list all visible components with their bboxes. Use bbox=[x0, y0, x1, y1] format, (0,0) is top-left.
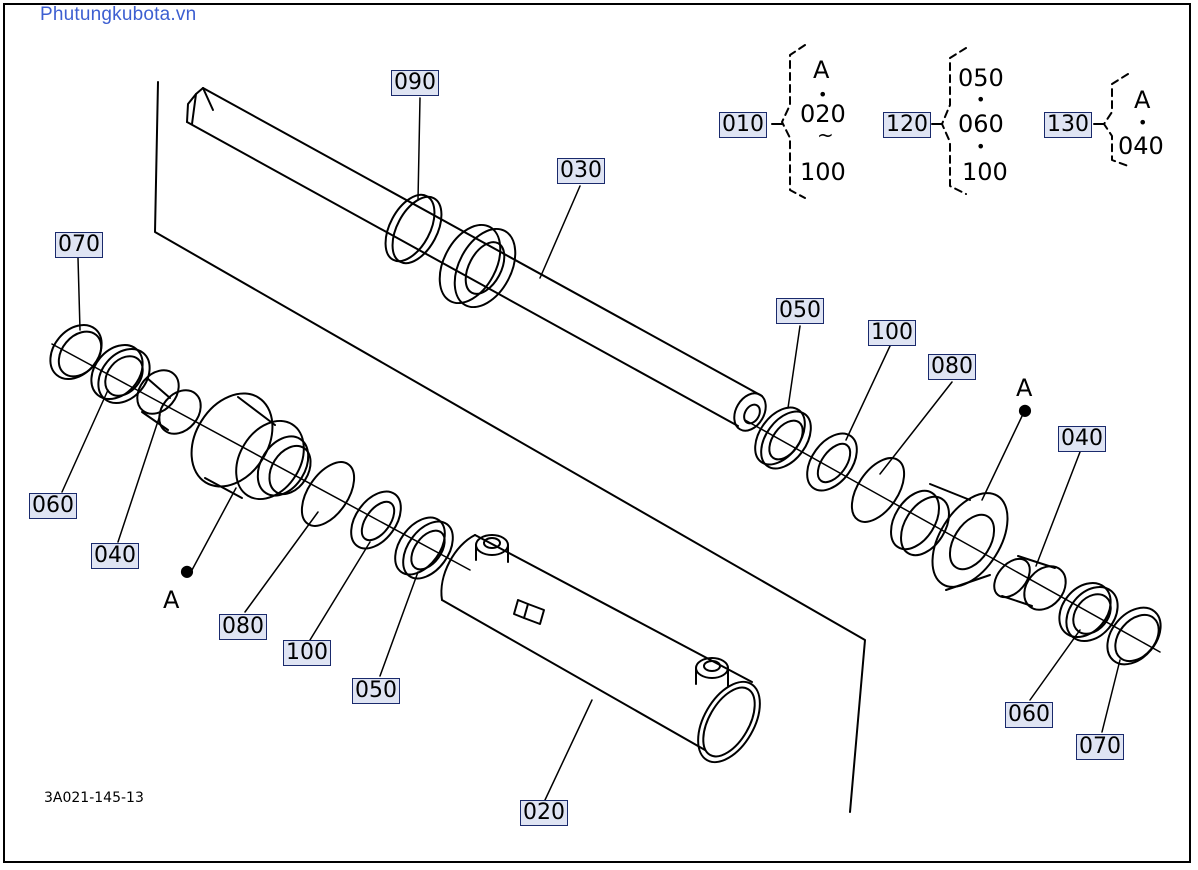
assembly-outline bbox=[154, 81, 866, 813]
part-070-left bbox=[49, 324, 103, 380]
part-040-right bbox=[993, 555, 1067, 611]
rod-guide-left bbox=[190, 392, 312, 501]
marker-a-right: A bbox=[1016, 374, 1033, 402]
legend-120-code[interactable]: 120 bbox=[883, 112, 931, 138]
callout-080-left[interactable]: 080 bbox=[219, 614, 267, 640]
legend-010-line-1: A bbox=[813, 56, 830, 84]
legend-130-line-2: 040 bbox=[1118, 132, 1164, 160]
part-050-right bbox=[754, 406, 812, 470]
marker-a-right-dot: ● bbox=[1018, 400, 1032, 419]
legend-010-line-2: 020 bbox=[800, 100, 846, 128]
callout-060-left[interactable]: 060 bbox=[29, 493, 77, 519]
legend-130-sep-1: • bbox=[1138, 113, 1148, 132]
part-080-right-oring bbox=[850, 457, 906, 523]
rod-guide-right bbox=[890, 483, 1009, 591]
callout-090[interactable]: 090 bbox=[391, 70, 439, 96]
legend-120-line-1: 050 bbox=[958, 64, 1004, 92]
callout-080-right[interactable]: 080 bbox=[928, 354, 976, 380]
callout-030[interactable]: 030 bbox=[557, 158, 605, 184]
center-axes bbox=[51, 343, 1161, 653]
legend-120-line-3: 100 bbox=[962, 158, 1008, 186]
legend-130-code[interactable]: 130 bbox=[1044, 112, 1092, 138]
part-100-right bbox=[806, 432, 858, 492]
legend-010-line-3: 100 bbox=[800, 158, 846, 186]
callout-060-right[interactable]: 060 bbox=[1005, 702, 1053, 728]
rod-piston bbox=[438, 223, 517, 309]
callout-040-right[interactable]: 040 bbox=[1058, 426, 1106, 452]
callout-070-right[interactable]: 070 bbox=[1076, 734, 1124, 760]
marker-a-left: A bbox=[163, 586, 180, 614]
legend-120-sep-1: • bbox=[976, 90, 986, 109]
cylinder-tube bbox=[440, 534, 761, 764]
part-080-left-oring bbox=[300, 461, 356, 527]
legend-130-line-1: A bbox=[1134, 86, 1151, 114]
legend-braces bbox=[771, 44, 1129, 199]
legend-010-sep-1: • bbox=[818, 85, 828, 104]
legend-010-code[interactable]: 010 bbox=[719, 112, 767, 138]
part-060-left bbox=[90, 344, 151, 404]
drawing-frame bbox=[3, 3, 1191, 863]
callout-050-left[interactable]: 050 bbox=[352, 678, 400, 704]
legend-120-sep-2: • bbox=[976, 137, 986, 156]
piston-rod bbox=[186, 87, 767, 432]
callout-100-right[interactable]: 100 bbox=[868, 320, 916, 346]
callout-100-left[interactable]: 100 bbox=[283, 640, 331, 666]
part-040-left bbox=[136, 369, 202, 435]
drawing-number: 3A021-145-13 bbox=[44, 790, 144, 806]
part-090-ring bbox=[384, 193, 443, 265]
marker-a-left-dot: ● bbox=[180, 561, 194, 580]
callout-070-left[interactable]: 070 bbox=[55, 232, 103, 258]
part-070-right bbox=[1106, 606, 1162, 666]
watermark: Phutungkubota.vn bbox=[40, 4, 197, 25]
part-060-right bbox=[1058, 582, 1119, 642]
leader-lines bbox=[61, 97, 1121, 801]
legend-010-sep-2: ~ bbox=[817, 123, 834, 147]
callout-050-right[interactable]: 050 bbox=[776, 298, 824, 324]
part-050-left bbox=[394, 516, 454, 580]
part-100-left bbox=[350, 490, 402, 550]
legend-120-line-2: 060 bbox=[958, 110, 1004, 138]
callout-040-left[interactable]: 040 bbox=[91, 543, 139, 569]
callout-020[interactable]: 020 bbox=[520, 800, 568, 826]
